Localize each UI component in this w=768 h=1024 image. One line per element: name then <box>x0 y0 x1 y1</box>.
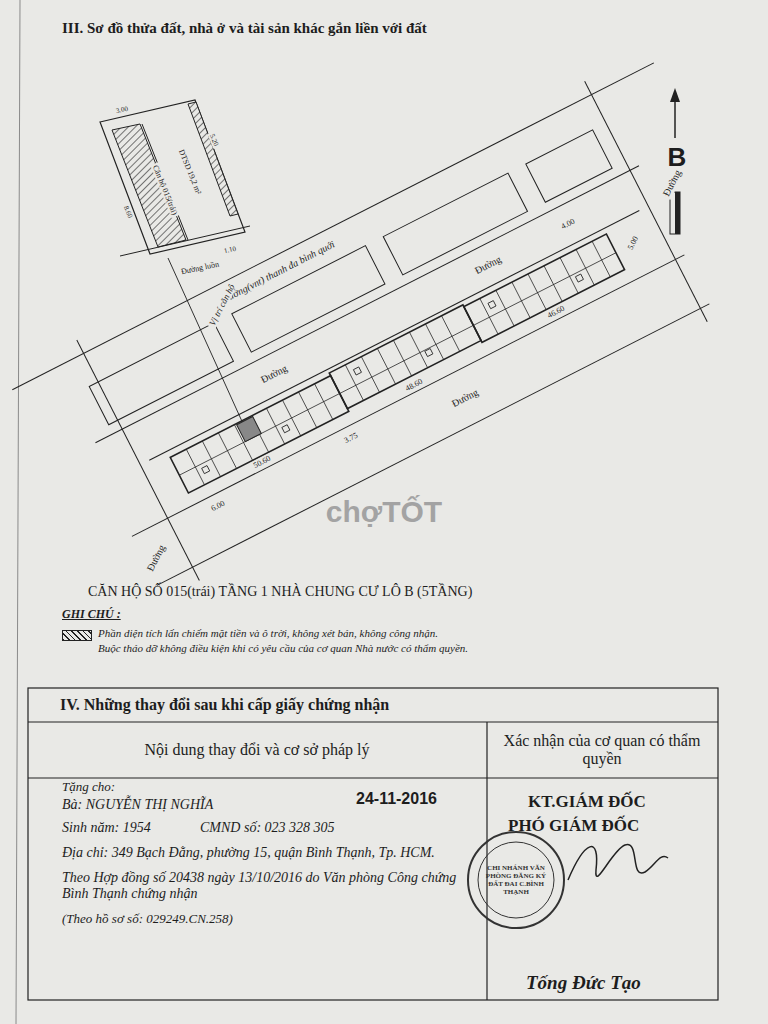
mark <box>202 466 210 474</box>
arrow-bar <box>670 192 680 234</box>
site-plan <box>6 49 768 616</box>
signature <box>568 845 668 880</box>
mark <box>353 367 361 375</box>
entry-text: (Theo hồ sơ số: 029249.CN.258) <box>62 912 233 927</box>
table-heading: IV. Những thay đổi sau khi cấp giấy chứn… <box>60 696 389 714</box>
road-edge <box>12 63 654 390</box>
table-rule <box>28 777 718 778</box>
note-text: Buộc tháo dỡ không điều kiện khi có yêu … <box>98 642 468 655</box>
road-name: Đường <box>449 386 483 411</box>
road-name: Đường <box>257 362 291 387</box>
dimension: 6.00 <box>207 498 227 514</box>
scan-edge <box>16 0 20 1024</box>
road-name: Đường <box>471 253 505 278</box>
hatched-area <box>188 102 238 216</box>
dimension: 1.10 <box>221 244 239 255</box>
dimension: 5.00 <box>625 233 641 253</box>
road-name: Đường <box>660 166 685 200</box>
signatory-name: Tống Đức Tạo <box>526 972 641 994</box>
entry-text: Tặng cho: <box>62 780 115 795</box>
road-edge <box>132 255 684 536</box>
building-wing <box>329 305 481 409</box>
legend-text: Phần diện tích lấn chiếm mặt tiền và ô t… <box>98 627 438 640</box>
road-name: Đường <box>144 541 169 575</box>
signatory-title: KT.GIÁM ĐỐC <box>528 792 646 812</box>
inset-label: DTSD 19,2 m² <box>176 146 204 197</box>
column-header: Nội dung thay đổi và cơ sở pháp lý <box>145 741 370 759</box>
watermark: chợTỐT <box>326 495 442 530</box>
arrow-bar-fill <box>675 192 680 234</box>
road-name: Đường luồn <box>178 259 222 277</box>
building-wing <box>464 234 625 342</box>
inset-road-line <box>120 226 250 256</box>
dimension: 4.00 <box>558 216 578 232</box>
mark <box>282 425 290 433</box>
inset-wall <box>142 124 188 240</box>
plan-caption: CĂN HỘ SỐ 015(trái) TẦNG 1 NHÀ CHUNG CƯ … <box>88 584 472 600</box>
table-border <box>28 688 718 1000</box>
note-heading: GHI CHÚ : <box>62 608 121 622</box>
mark <box>575 274 583 282</box>
dimension: 50.60 <box>251 453 275 471</box>
apartment-inset <box>100 100 250 256</box>
unit-lines <box>169 232 625 493</box>
unit-dividers <box>169 232 625 493</box>
changes-table <box>28 688 718 1000</box>
section-heading: III. Sơ đồ thửa đất, nhà ở và tài sản kh… <box>62 20 427 37</box>
signatory-title: PHÓ GIÁM ĐỐC <box>508 816 639 836</box>
date-stamp: 24-11-2016 <box>356 790 437 808</box>
arrow-head <box>670 88 680 102</box>
cross-road <box>77 340 200 581</box>
inset-outline <box>100 100 245 254</box>
table-rule <box>486 722 487 1000</box>
mark <box>488 301 496 309</box>
dimension: 3.00 <box>113 104 131 115</box>
leader-line <box>168 258 245 428</box>
stamp-text: CHI NHÁNH VĂN PHÒNG ĐĂNG KÝ ĐẤT ĐAI C.BÌ… <box>485 864 547 896</box>
entry-text: Địa chỉ: 349 Bạch Đằng, phường 15, quận … <box>62 845 435 861</box>
table-rule <box>28 721 718 722</box>
entry-text: Bà: NGUYỄN THỊ NGHĨA <box>62 797 213 813</box>
hatch-swatch <box>62 630 92 641</box>
apartment-building <box>169 232 625 493</box>
dimension: 3.75 <box>341 430 361 446</box>
road-edge <box>149 211 639 461</box>
stamp-ring <box>468 832 564 928</box>
entry-text: CMND số: 023 328 305 <box>200 820 335 836</box>
cross-road <box>585 81 708 322</box>
dimension: 8.60 <box>121 203 135 221</box>
entry-text: Theo Hợp đồng số 20438 ngày 13/10/2016 d… <box>62 870 480 902</box>
block <box>526 130 612 202</box>
column-header: Xác nhận của cơ quan có thẩm quyền <box>497 732 707 769</box>
stamp-ring <box>478 842 554 918</box>
mark <box>425 349 433 357</box>
apartment-location <box>237 416 262 441</box>
dimension: 46.60 <box>545 303 569 321</box>
official-stamp <box>468 832 564 928</box>
building-wing <box>170 376 349 493</box>
entry-text: Sinh năm: 1954 <box>62 820 151 836</box>
